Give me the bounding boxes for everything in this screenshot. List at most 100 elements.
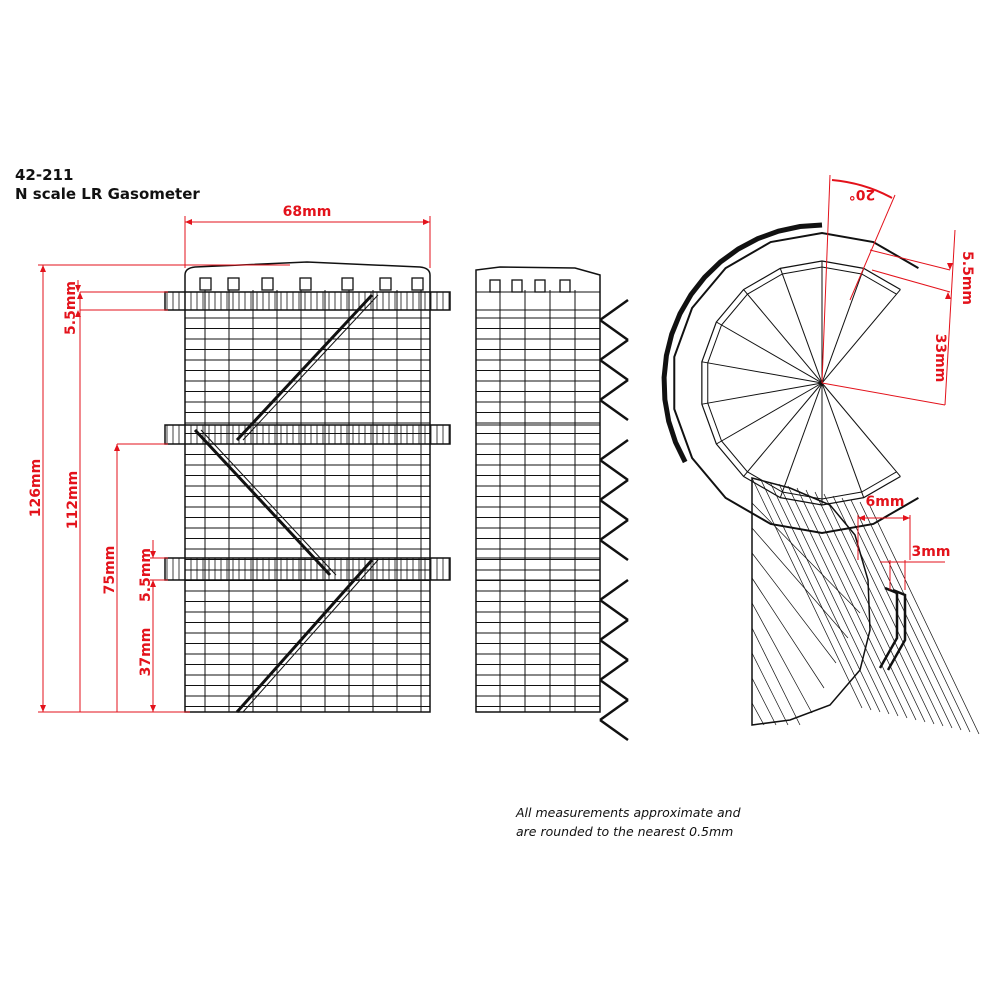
dim-height-middle: 75mm: [102, 546, 118, 595]
dim-stair-offset: 6mm: [866, 494, 905, 510]
roof-segment-line: [716, 321, 823, 384]
hatch-line: [814, 491, 926, 723]
side-elevation: [475, 266, 629, 742]
side-stair: [599, 378, 629, 402]
hatch-line: [832, 495, 944, 727]
staircase: [193, 428, 332, 577]
dimension-arrow: [945, 292, 951, 299]
side-stair: [599, 578, 629, 602]
staircase: [235, 293, 374, 442]
hatch-line: [868, 503, 980, 735]
hatch-line: [796, 487, 908, 719]
roof-window: [411, 277, 424, 291]
roof-segment-line: [701, 382, 823, 405]
side-stair: [599, 438, 629, 462]
roof-segment-line: [821, 289, 901, 384]
side-stair: [599, 458, 629, 482]
hatch-line: [769, 481, 881, 713]
note-line-2: are rounded to the nearest 0.5mm: [516, 824, 734, 839]
staircase: [235, 559, 374, 713]
roof-window: [559, 279, 571, 293]
roof-window: [261, 277, 274, 291]
dim-height-total: 126mm: [28, 459, 44, 517]
roof-window: [534, 279, 546, 293]
side-stair: [599, 398, 629, 422]
staircase-rail: [200, 429, 337, 576]
roof-window: [299, 277, 312, 291]
front-elevation: [164, 261, 451, 713]
dimension-arrow: [77, 292, 83, 299]
roof-segment-line: [779, 382, 823, 498]
side-stair: [599, 518, 629, 542]
hatch-line: [751, 602, 813, 714]
staircase-rail: [242, 294, 379, 441]
roof-outer-edge: [673, 231, 919, 535]
side-stair: [599, 478, 629, 502]
dimension-arrow: [903, 515, 910, 521]
side-stair: [599, 498, 629, 522]
roof-segment-line: [716, 382, 823, 445]
gasometer-body-outline: [184, 261, 431, 713]
hatch-line: [751, 677, 777, 726]
roof-inner-edge: [701, 260, 901, 506]
dimension-arrow: [75, 285, 81, 292]
hatch-line: [859, 501, 971, 733]
side-stair: [599, 298, 629, 322]
ext-line: [869, 249, 951, 271]
walkway: [164, 424, 451, 445]
roof-segment-line: [821, 268, 865, 384]
dim-plan-angle: 20°: [849, 186, 875, 202]
dimension-lines: [38, 174, 956, 713]
roof-window: [511, 279, 523, 293]
side-stair: [599, 358, 629, 382]
hatch-line: [751, 702, 765, 726]
side-stair: [599, 318, 629, 342]
side-stair: [599, 698, 629, 722]
roof-window: [379, 277, 392, 291]
hatch-line: [787, 485, 899, 717]
side-stair: [599, 718, 629, 742]
staircase-rail: [242, 559, 379, 713]
dimension-arrow: [423, 219, 430, 225]
dim-plan-radius: 33mm: [932, 334, 948, 383]
roof-window: [341, 277, 354, 291]
roof-segment-line: [821, 382, 865, 498]
product-code: 42-211: [15, 166, 74, 184]
dimension-arrow: [185, 219, 192, 225]
roof-window: [489, 279, 501, 293]
dimension-arrow: [858, 515, 865, 521]
dim-walkway-lower: 5.5mm: [138, 548, 154, 602]
dimension-arrow: [114, 444, 120, 451]
walkway: [164, 557, 451, 581]
dim-height-lower: 37mm: [138, 628, 154, 677]
hatch-line: [751, 477, 863, 709]
dim-plan-walkway: 5.5mm: [959, 251, 975, 305]
side-stair: [599, 678, 629, 702]
hatch-line: [751, 577, 825, 689]
roof-window: [199, 277, 212, 291]
dimension-arrow: [150, 705, 156, 712]
product-name: N scale LR Gasometer: [15, 185, 200, 203]
base-stair: [878, 586, 907, 671]
base-outline: [751, 477, 871, 726]
dimension-arrow: [75, 310, 81, 317]
dim-arc-angle: [831, 179, 893, 199]
side-stair: [599, 598, 629, 622]
hatch-line: [760, 479, 872, 711]
side-stair: [599, 618, 629, 642]
hatch-line: [751, 627, 801, 726]
dim-stair-width: 3mm: [912, 544, 951, 560]
side-stair: [599, 658, 629, 682]
dim-walkway-top: 5.5mm: [63, 281, 79, 335]
hatch-line: [823, 493, 935, 725]
note-line-1: All measurements approximate and: [516, 805, 741, 820]
side-body-outline: [475, 266, 601, 713]
roof-segment-line: [743, 289, 823, 384]
side-stair: [599, 538, 629, 562]
ext-line: [821, 174, 831, 384]
base-plan: [751, 477, 980, 735]
ext-line: [871, 269, 951, 293]
dim-height-upper: 112mm: [65, 471, 81, 529]
roof-walkway: [661, 222, 823, 464]
